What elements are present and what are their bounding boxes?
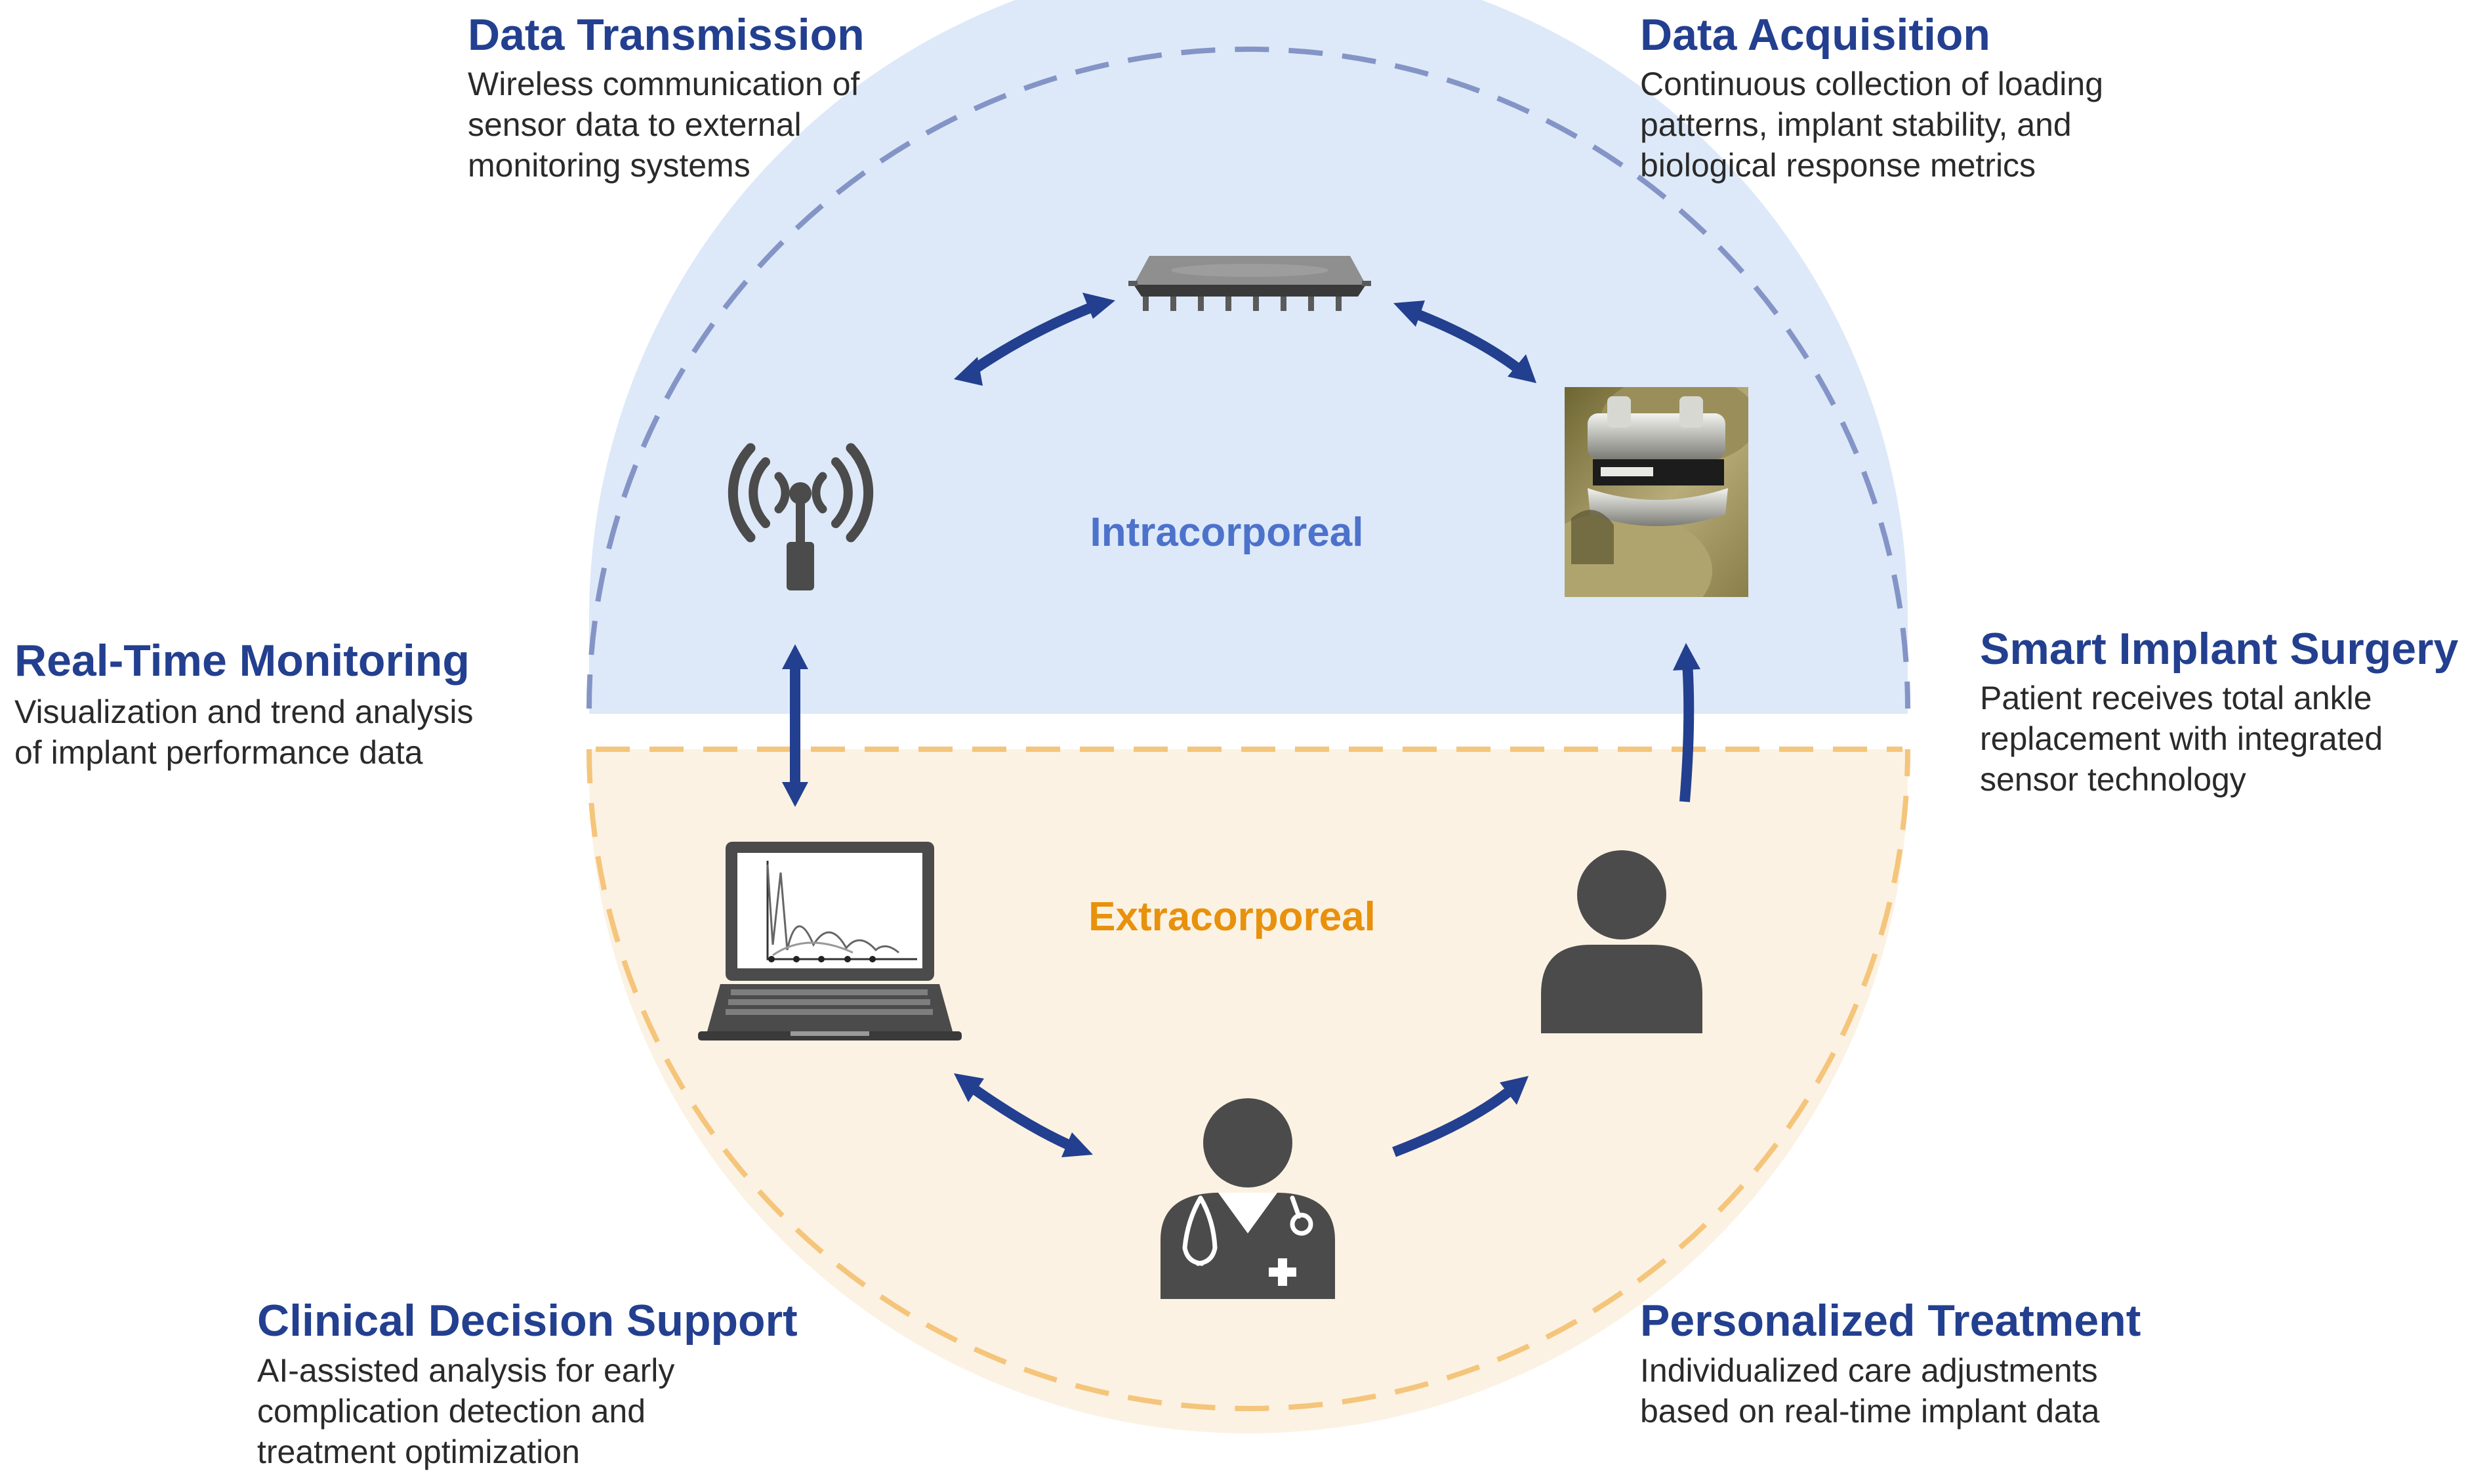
description-line: Wireless communication of <box>468 66 860 102</box>
description-line: AI-assisted analysis for early <box>257 1352 675 1389</box>
description-line: treatment optimization <box>257 1433 580 1470</box>
personalized-treatment-description: Individualized care adjustments based on… <box>1640 1350 2099 1432</box>
description-line: sensor technology <box>1980 761 2246 798</box>
arrow-chip-implant <box>1408 306 1527 377</box>
description-line: Visualization and trend analysis <box>14 693 474 730</box>
arrow-laptop-doctor <box>969 1083 1079 1153</box>
cycle-arrows <box>782 293 1700 1157</box>
real-time-monitoring-title: Real-Time Monitoring <box>14 636 470 686</box>
arrow-doctor-patient-head <box>1500 1076 1529 1105</box>
description-line: of implant performance data <box>14 734 423 771</box>
description-line: complication detection and <box>257 1393 646 1430</box>
description-line: Individualized care adjustments <box>1640 1352 2098 1389</box>
personalized-treatment-title: Personalized Treatment <box>1640 1296 2141 1346</box>
patient-icon <box>1541 850 1702 1033</box>
arrow-patient-implant <box>1679 662 1695 802</box>
arrow-laptop-doctor-head-b <box>1061 1132 1093 1157</box>
extracorporeal-label: Extracorporeal <box>1088 894 1376 939</box>
data-transmission-description: Wireless communication of sensor data to… <box>468 64 859 186</box>
arrow-antenna-laptop-head-a <box>782 644 808 669</box>
clinical-decision-support-title: Clinical Decision Support <box>257 1296 798 1346</box>
microchip-icon <box>1128 256 1371 311</box>
smart-implant-surgery-title: Smart Implant Surgery <box>1980 624 2459 674</box>
description-line: biological response metrics <box>1640 147 2036 184</box>
ankle-implant-image <box>1565 387 1748 597</box>
arrow-patient-implant-head <box>1673 643 1700 670</box>
arrow-chip-implant-head-a <box>1393 300 1425 327</box>
data-acquisition-title: Data Acquisition <box>1640 10 1990 60</box>
description-line: Continuous collection of loading <box>1640 66 2104 102</box>
arrow-chip-antenna-head-b <box>954 357 983 386</box>
description-line: sensor data to external <box>468 106 802 143</box>
description-line: monitoring systems <box>468 147 750 184</box>
arrow-laptop-doctor-head-a <box>954 1073 984 1102</box>
data-transmission-title: Data Transmission <box>468 10 865 60</box>
description-line: based on real-time implant data <box>1640 1393 2100 1430</box>
intracorporeal-label: Intracorporeal <box>1090 510 1364 555</box>
doctor-icon <box>1161 1098 1335 1299</box>
wireless-antenna-icon <box>728 443 874 590</box>
arrow-chip-antenna-head-a <box>1082 293 1115 319</box>
arrow-chip-implant-head-b <box>1508 354 1536 383</box>
description-line: replacement with integrated <box>1980 720 2383 757</box>
arrow-chip-antenna <box>969 300 1098 375</box>
data-acquisition-description: Continuous collection of loading pattern… <box>1640 64 2103 186</box>
description-line: Patient receives total ankle <box>1980 680 2372 716</box>
laptop-chart-icon <box>698 842 962 1041</box>
arrow-antenna-laptop-head-b <box>782 782 808 807</box>
smart-implant-surgery-description: Patient receives total ankle replacement… <box>1980 678 2383 800</box>
arrow-doctor-patient <box>1392 1084 1515 1157</box>
real-time-monitoring-description: Visualization and trend analysis of impl… <box>14 691 474 773</box>
clinical-decision-support-description: AI-assisted analysis for early complicat… <box>257 1350 674 1472</box>
description-line: patterns, implant stability, and <box>1640 106 2072 143</box>
